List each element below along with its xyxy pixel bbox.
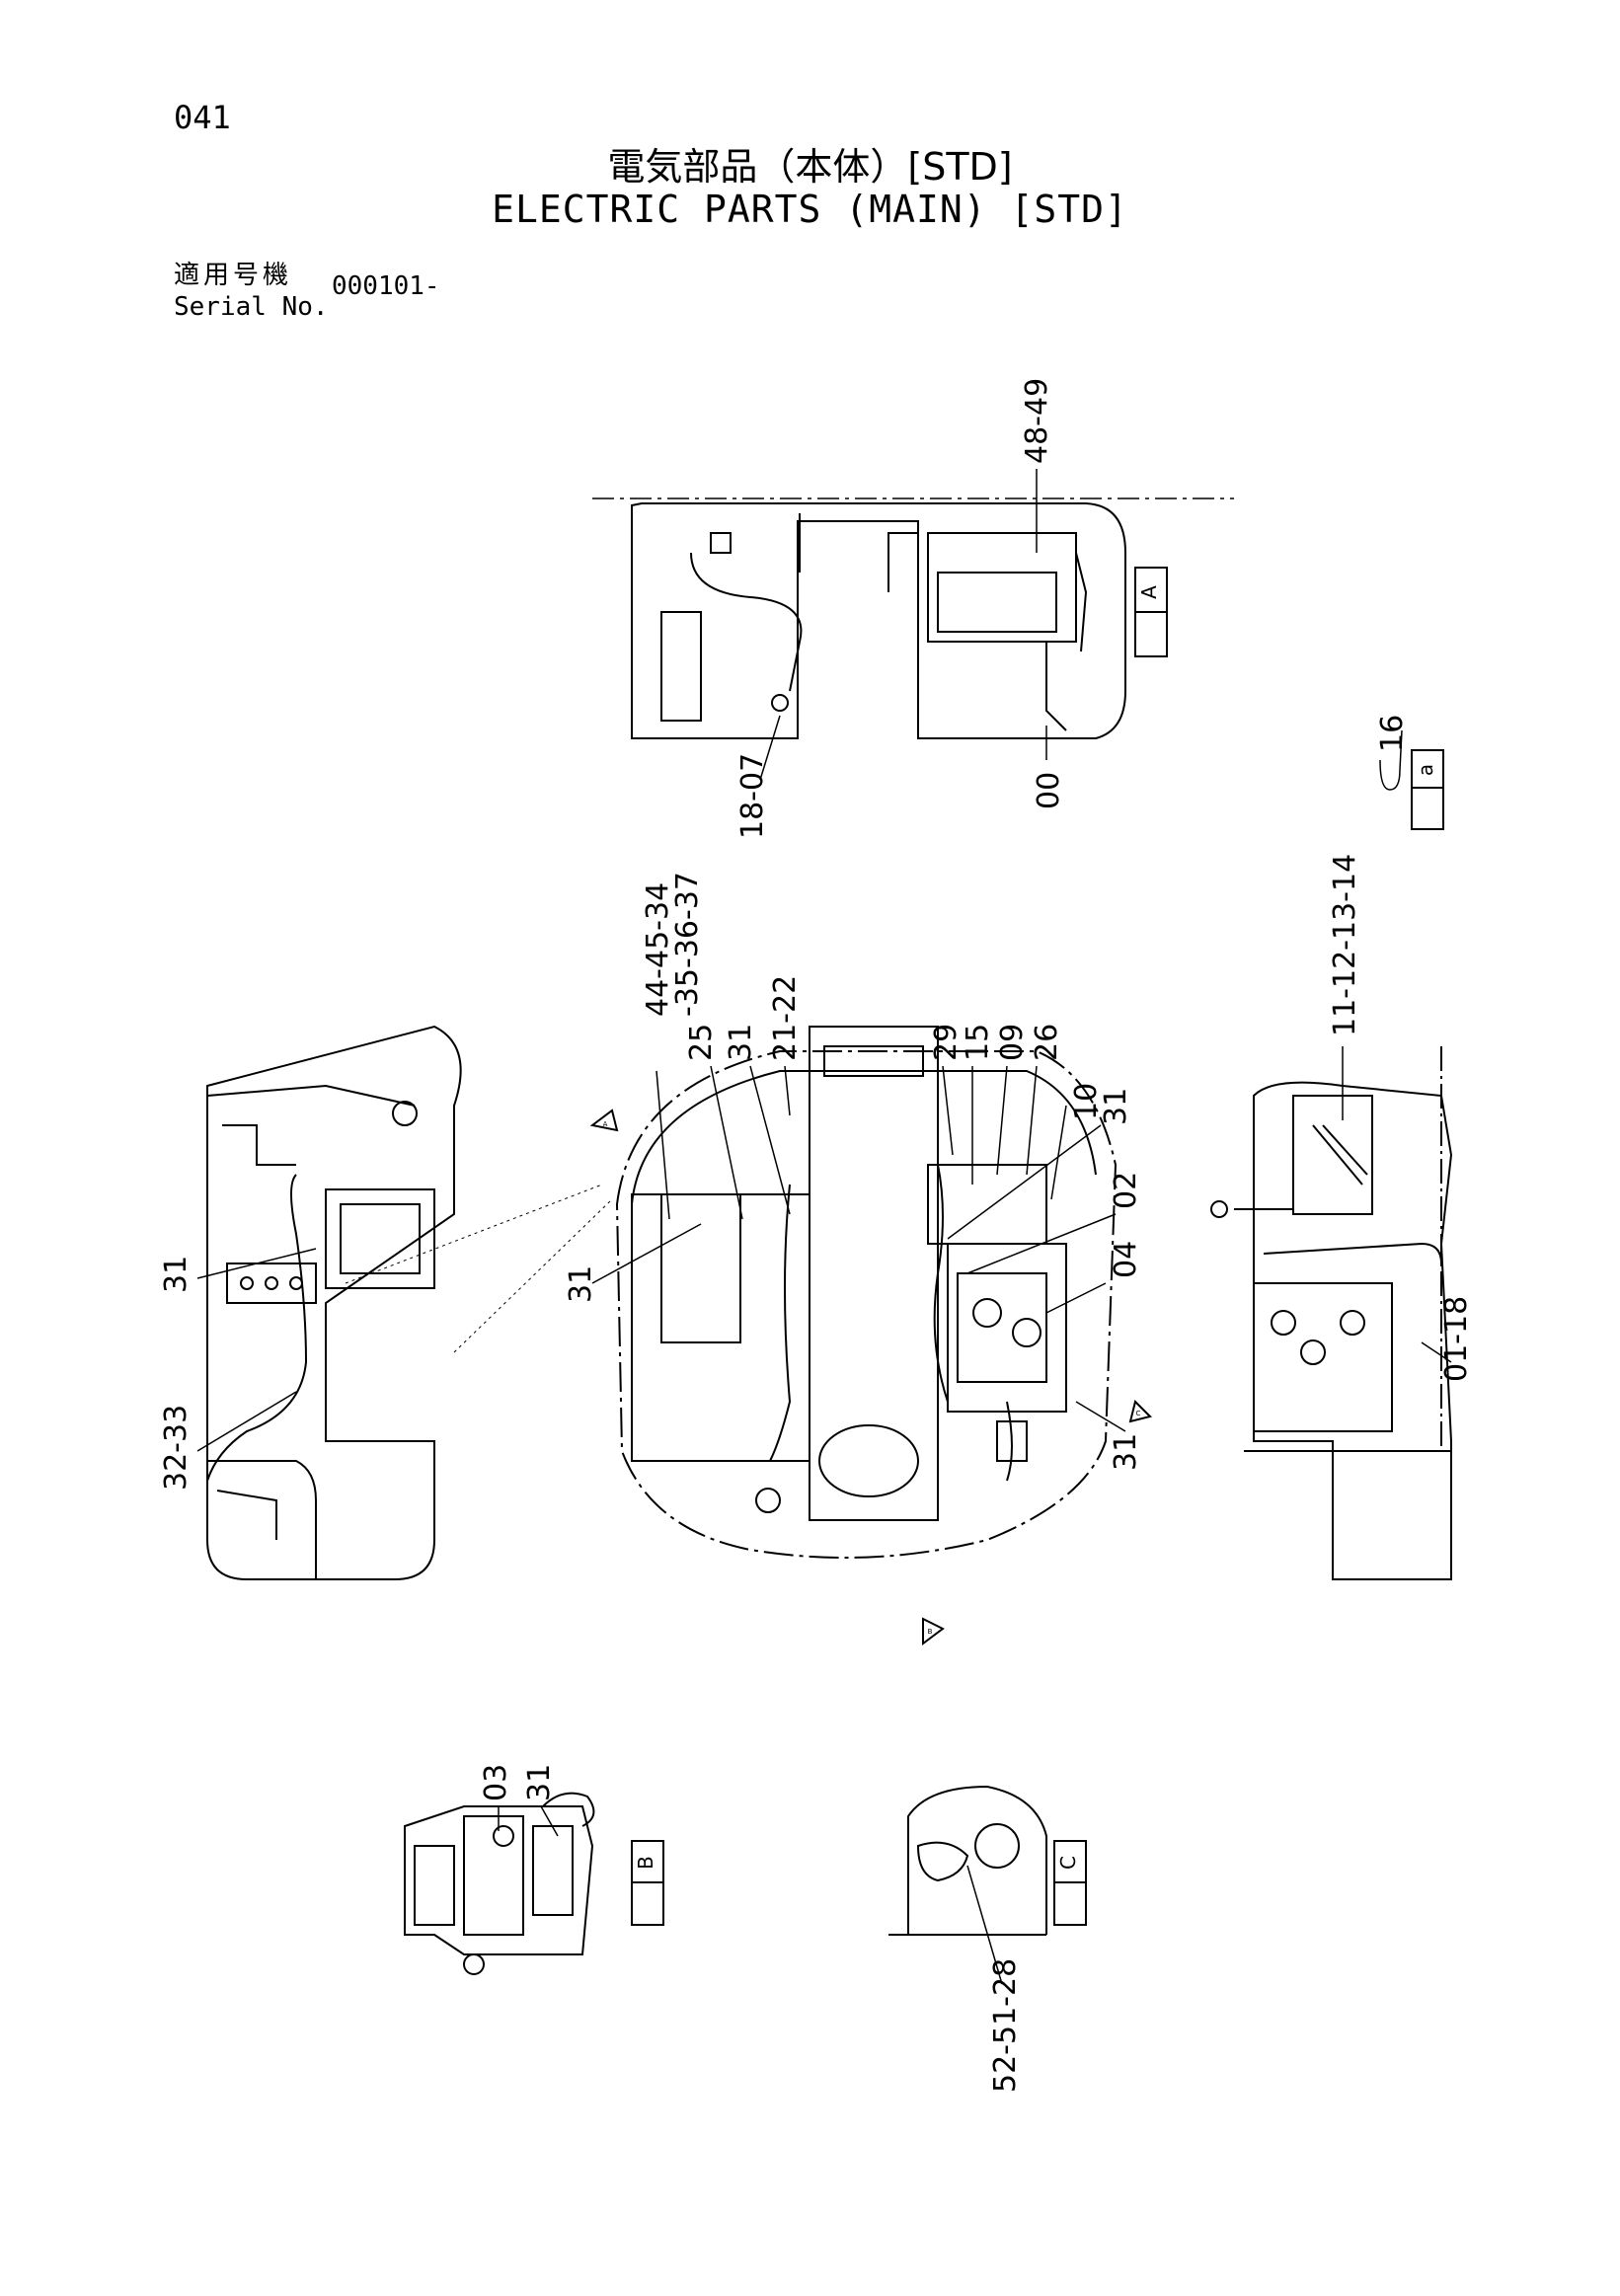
callout-31-left: 31 <box>159 1256 193 1293</box>
detail-a-box: a <box>1411 749 1444 830</box>
callout-26: 26 <box>1030 1024 1064 1061</box>
serial-value: 000101- <box>332 271 440 301</box>
leader-52-51-28 <box>966 1865 1003 1985</box>
leader-31-b <box>540 1805 559 1837</box>
callout-52-51-28: 52-51-28 <box>988 1958 1023 2093</box>
callout-35-36-37: -35-36-37 <box>670 872 705 1017</box>
leader-31-top <box>749 1065 791 1215</box>
view-arrow-b: B <box>922 1617 945 1645</box>
callout-15: 15 <box>961 1024 995 1061</box>
serial-label-japanese: 適用号機 <box>174 261 293 290</box>
page-number: 041 <box>174 99 231 136</box>
callout-31-right: 31 <box>1099 1088 1133 1125</box>
section-c-letter: C <box>1056 1856 1080 1870</box>
callout-31-b: 31 <box>522 1764 557 1801</box>
detail-a-part <box>1379 729 1403 791</box>
callout-31-center: 31 <box>564 1265 598 1303</box>
callout-02: 02 <box>1109 1172 1143 1209</box>
callout-01-18: 01-18 <box>1439 1296 1474 1382</box>
section-b-letter: B <box>634 1856 657 1870</box>
leader-31-left <box>196 1248 317 1279</box>
title-japanese: 電気部品（本体）[STD] <box>607 145 1013 189</box>
callout-21-22: 21-22 <box>768 975 803 1061</box>
leader-18-07 <box>759 715 781 781</box>
callout-10: 10 <box>1069 1083 1104 1120</box>
leader-44-45-34 <box>656 1070 670 1220</box>
left-side-view <box>206 1025 462 1580</box>
serial-label-english: Serial No. <box>174 292 329 322</box>
callout-48-49: 48-49 <box>1020 378 1054 464</box>
title-english: ELECTRIC PARTS (MAIN) [STD] <box>492 188 1128 231</box>
callout-00: 00 <box>1032 772 1066 809</box>
section-a-letter: A <box>1137 585 1161 599</box>
svg-text:C: C <box>1136 1410 1141 1417</box>
section-b-box: B <box>631 1840 664 1926</box>
callout-29: 29 <box>929 1024 964 1061</box>
callout-04: 04 <box>1109 1241 1143 1278</box>
callout-25: 25 <box>684 1024 719 1061</box>
section-a-view <box>592 497 1234 739</box>
callout-11-12-13-14: 11-12-13-14 <box>1328 854 1362 1036</box>
callout-31-bottom: 31 <box>1109 1433 1143 1471</box>
section-c-box: C <box>1053 1840 1087 1926</box>
callout-03: 03 <box>479 1764 513 1801</box>
callout-32-33: 32-33 <box>159 1405 193 1491</box>
svg-text:B: B <box>928 1628 933 1636</box>
section-c-view <box>888 1785 1047 1936</box>
leader-01-18 <box>1421 1341 1452 1363</box>
right-side-view <box>1210 1046 1453 1580</box>
leader-25 <box>710 1065 743 1220</box>
callout-31-top: 31 <box>724 1024 758 1061</box>
callout-09: 09 <box>995 1024 1030 1061</box>
leader-21-22 <box>784 1065 791 1116</box>
detail-a-letter: a <box>1414 764 1437 776</box>
callout-18-07: 18-07 <box>735 753 770 839</box>
section-a-box: A <box>1134 567 1168 657</box>
callout-16: 16 <box>1375 715 1410 752</box>
svg-text:A: A <box>603 1120 608 1128</box>
center-top-view <box>615 1026 1118 1559</box>
view-arrow-c: C <box>1128 1400 1152 1423</box>
leader-32-33 <box>196 1391 297 1452</box>
callout-44-45-34: 44-45-34 <box>641 882 675 1017</box>
view-arrow-a: A <box>589 1109 619 1132</box>
leader-31-center <box>591 1223 702 1284</box>
